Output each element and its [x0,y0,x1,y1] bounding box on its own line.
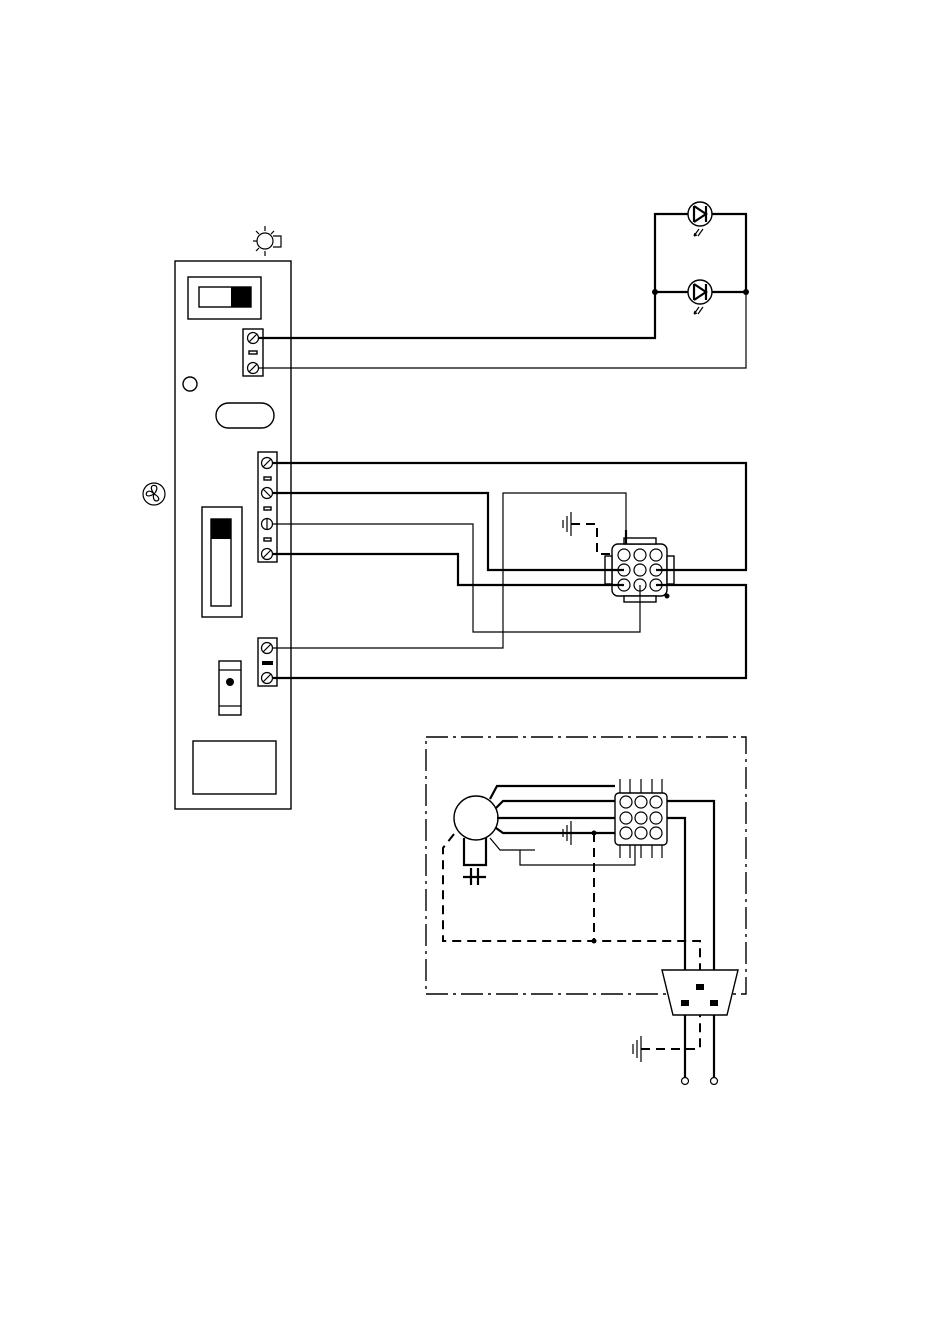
slide-switch[interactable] [188,277,261,319]
lamp-icon [253,226,281,256]
motor-wiring [490,786,714,1081]
label-plate [193,741,276,794]
ground-symbol-upper [563,512,612,554]
pilot-light [183,377,197,391]
led-1 [688,202,712,236]
nine-pin-connector-lower [615,779,667,858]
ground-symbol-external [633,1036,700,1062]
plug-socket [662,970,738,1015]
led-2 [688,280,712,314]
terminal-block-1 [243,329,263,376]
toggle-switch[interactable] [219,661,241,715]
fan-icon [143,483,165,505]
rocker-switch[interactable] [202,507,242,617]
capacitor [463,868,486,885]
panel-wiring [273,463,746,678]
motor [454,796,498,865]
supply-terminals [682,1078,718,1085]
terminal-block-2 [258,452,277,562]
led-wiring [258,214,749,368]
push-button[interactable] [216,403,274,428]
